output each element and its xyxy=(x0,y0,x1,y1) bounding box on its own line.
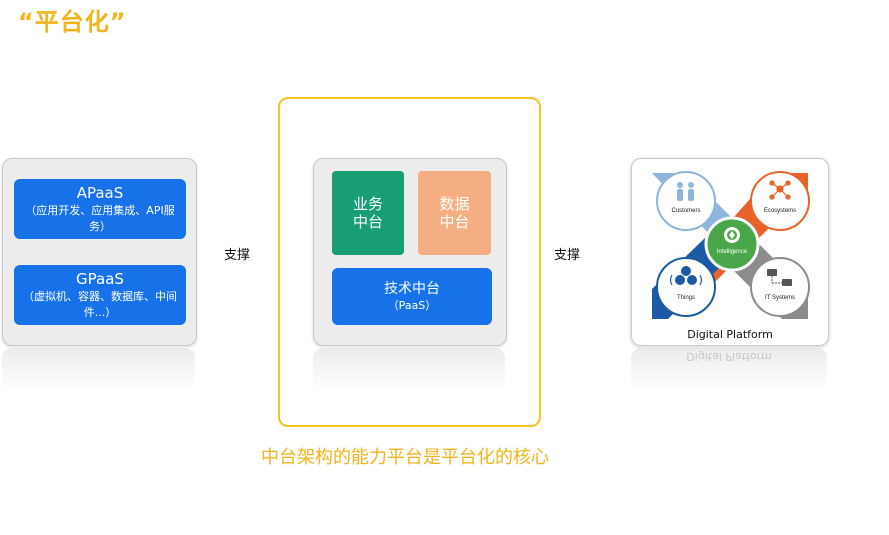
business-line1: 业务 xyxy=(352,195,383,213)
tech-name: 技术中台 xyxy=(384,280,440,297)
digital-platform-graphic: Customers Ecosystems Things xyxy=(652,171,810,319)
intelligence-label: Intelligence xyxy=(717,249,748,255)
things-circle xyxy=(656,257,716,317)
tech-detail: （PaaS） xyxy=(387,298,437,312)
digital-platform-reflection-label: Digital Platform xyxy=(686,350,772,363)
customers-label: Customers xyxy=(671,208,700,214)
business-line2: 中台 xyxy=(352,213,383,231)
ecosystems-circle xyxy=(750,171,810,231)
paas-panel-reflection xyxy=(2,348,195,392)
data-line2: 中台 xyxy=(439,213,470,231)
gpaas-detail: （虚拟机、容器、数据库、中间件...） xyxy=(23,289,177,319)
data-middle-box: 数据 中台 xyxy=(418,171,491,255)
tech-middle-box: 技术中台 （PaaS） xyxy=(332,268,492,325)
ecosystems-icon xyxy=(769,180,791,200)
highlight-frame xyxy=(278,97,541,427)
support-label-left: 支撑 xyxy=(224,248,251,263)
business-middle-box: 业务 中台 xyxy=(332,171,404,255)
ecosystems-label: Ecosystems xyxy=(764,208,796,214)
things-icon xyxy=(675,266,697,285)
apaas-box: APaaS （应用开发、应用集成、API服务） xyxy=(14,179,186,239)
gpaas-box: GPaaS （虚拟机、容器、数据库、中间件...） xyxy=(14,265,186,325)
apaas-detail: （应用开发、应用集成、API服务） xyxy=(25,203,175,233)
customers-circle xyxy=(656,171,716,231)
things-label: Things xyxy=(677,295,695,301)
things-signal-icon xyxy=(669,274,703,286)
digital-platform-panel: Customers Ecosystems Things xyxy=(631,158,829,346)
it-systems-label: IT Systems xyxy=(765,295,795,301)
digital-platform-reflection xyxy=(631,348,827,392)
it-systems-circle xyxy=(750,257,810,317)
digital-platform-label: Digital Platform xyxy=(687,328,773,341)
gpaas-name: GPaaS xyxy=(76,269,124,288)
support-label-right: 支撑 xyxy=(554,248,581,263)
customers-icon xyxy=(677,182,694,201)
it-systems-icon xyxy=(767,269,792,286)
data-line1: 数据 xyxy=(439,195,470,213)
intelligence-circle xyxy=(704,216,760,272)
apaas-name: APaaS xyxy=(76,183,124,202)
page-title: “平台化” xyxy=(18,8,127,36)
caption: 中台架构的能力平台是平台化的核心 xyxy=(261,447,549,468)
middle-panel-reflection xyxy=(313,348,505,392)
